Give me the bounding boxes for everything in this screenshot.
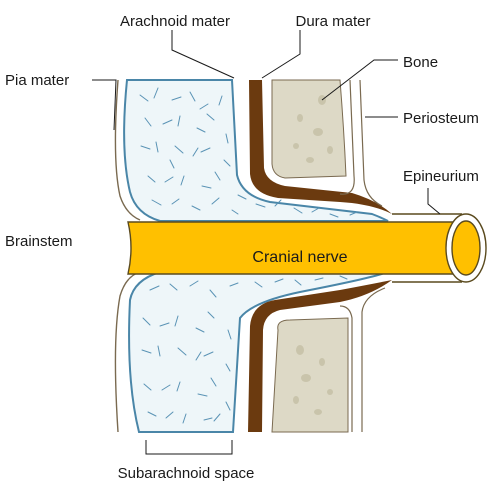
nerve-cut-end [452, 221, 480, 275]
leader-subarachnoid [146, 440, 232, 454]
bone-upper [272, 80, 346, 178]
label-bone: Bone [403, 54, 438, 71]
label-periosteum: Periosteum [403, 110, 479, 127]
label-brainstem: Brainstem [5, 233, 73, 250]
label-cranial-nerve: Cranial nerve [252, 249, 347, 266]
leader-epineurium [428, 188, 440, 214]
bone-lower [272, 318, 348, 432]
cranial-nerve [128, 222, 462, 274]
label-epineurium: Epineurium [403, 168, 479, 185]
leader-arachnoid [172, 30, 234, 78]
label-subarachnoid-space: Subarachnoid space [118, 465, 255, 482]
label-arachnoid-mater: Arachnoid mater [120, 13, 230, 30]
label-dura-mater: Dura mater [295, 13, 370, 30]
label-pia-mater: Pia mater [5, 72, 69, 89]
leader-pia [92, 80, 116, 130]
leader-dura [262, 30, 300, 78]
periosteum-upper [340, 80, 382, 206]
